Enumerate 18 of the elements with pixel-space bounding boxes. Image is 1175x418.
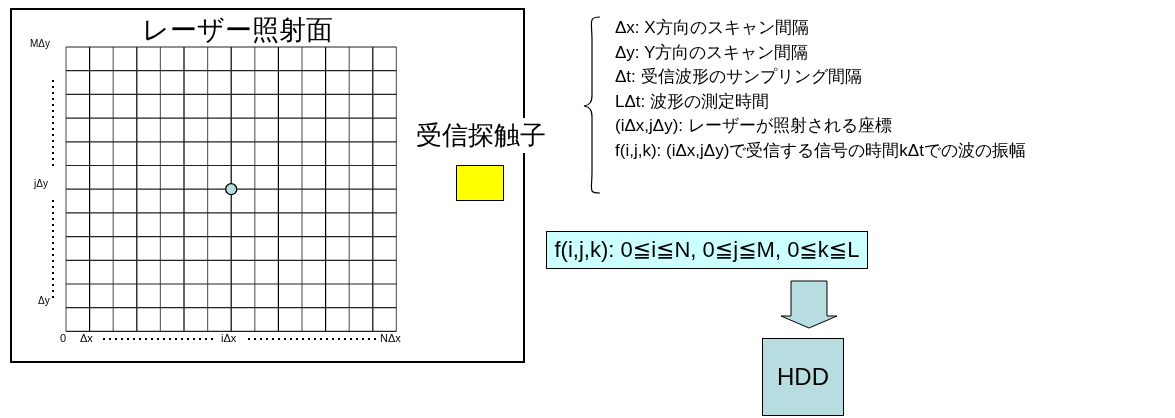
panel-title: レーザー照射面: [142, 14, 333, 47]
block-arrow: [780, 280, 838, 329]
axis-label: NΔx: [380, 332, 401, 346]
axis-label: Δx: [80, 332, 93, 346]
definition-text: Δy: Y方向のスキャン間隔: [615, 42, 809, 63]
axis-label: Δy: [38, 295, 50, 307]
axis-label: MΔy: [30, 38, 50, 50]
definition-text: Δx: X方向のスキャン間隔: [615, 18, 809, 39]
probe-label: 受信探触子: [416, 118, 546, 153]
axis-label: jΔy: [34, 178, 48, 190]
axis-label: iΔx: [221, 332, 237, 346]
definition-text: (iΔx,jΔy): レーザーが照射される座標: [615, 116, 892, 137]
definition-text: LΔt: 波形の測定時間: [615, 91, 769, 112]
definition-text: Δt: 受信波形のサンプリング間隔: [615, 67, 862, 88]
axis-label: 0: [60, 332, 67, 346]
storage-box: HDD: [762, 338, 844, 416]
definition-text: f(i,j,k): (iΔx,jΔy)で受信する信号の時間kΔtでの波の振幅: [615, 140, 1026, 161]
formula-box: f(i,j,k): 0≦i≦N, 0≦j≦M, 0≦k≦L: [546, 231, 868, 269]
